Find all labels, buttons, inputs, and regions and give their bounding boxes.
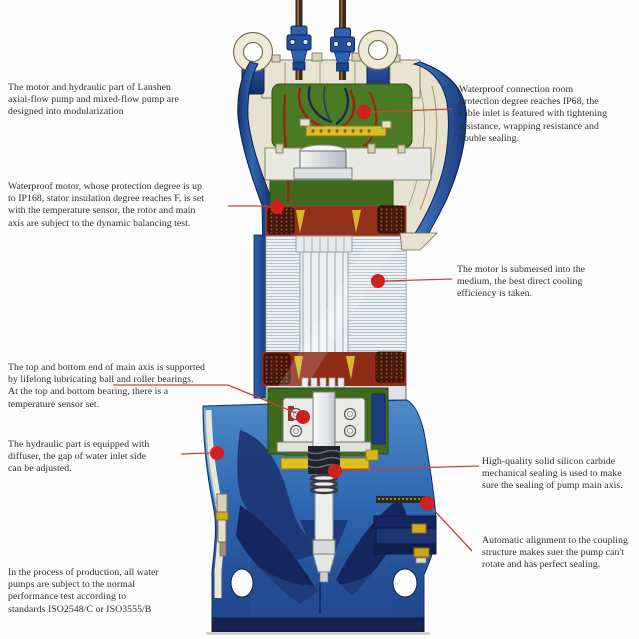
callout-leader-lines: [113, 108, 480, 552]
dot-mechanical-seal: [328, 464, 342, 478]
coupling-structure: [373, 496, 437, 564]
callout-bearings: The top and bottom end of main axis is s…: [8, 362, 205, 410]
callout-cooling: The motor is submersed into the medium, …: [457, 264, 586, 300]
callout-coupling: Automatic alignment to the coupling stru…: [482, 535, 628, 571]
dot-connection-room: [357, 105, 371, 119]
cable-gland-right: [330, 27, 355, 72]
callout-waterproof-motor: Waterproof motor, whose protection degre…: [8, 181, 205, 229]
dot-motor-housing: [371, 274, 385, 288]
motor-stator-rotor: [262, 205, 438, 401]
callout-diffuser: The hydraulic part is equipped with diff…: [8, 439, 150, 475]
suction-bell: [206, 568, 430, 635]
adjustment-stud: [215, 493, 229, 557]
callout-dots: [210, 105, 434, 510]
dot-diffuser: [210, 446, 224, 460]
callout-mechanical-seal: High-quality solid silicon carbide mecha…: [482, 456, 623, 492]
callout-performance-testing: In the process of production, all water …: [8, 567, 159, 615]
dot-stator: [270, 200, 284, 214]
callout-connection-room: Waterproof connection room protection de…: [459, 84, 608, 144]
dot-bearing: [296, 410, 310, 424]
dot-coupling: [420, 496, 434, 510]
upper-bearing-flange: [264, 143, 432, 181]
callout-modular-design: The motor and hydraulic part of Lanshen …: [8, 82, 179, 118]
cable-gland-left: [286, 25, 312, 71]
connection-room: [269, 83, 413, 209]
